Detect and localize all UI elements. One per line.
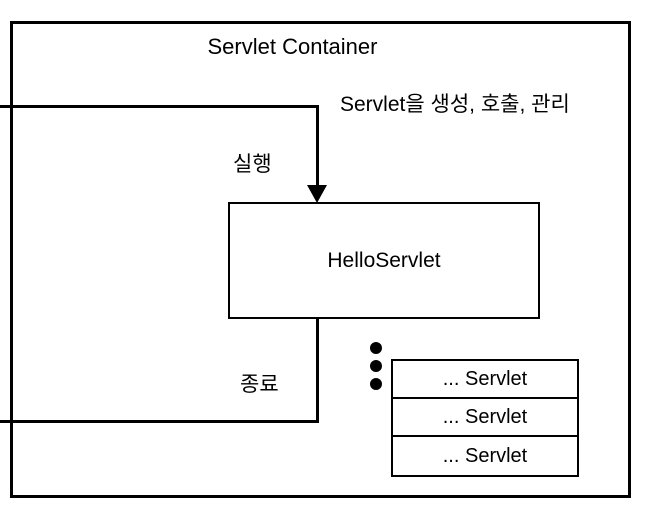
hello-servlet-label: HelloServlet: [327, 248, 441, 272]
servlet-stack-row-label: ... Servlet: [442, 368, 528, 390]
container-responsibility-note: Servlet을 생성, 호출, 관리: [340, 93, 570, 116]
run-flow-vertical-line: [316, 105, 319, 187]
servlet-stack-row-label: ... Servlet: [442, 406, 528, 428]
servlet-stack-row: ... Servlet: [393, 361, 577, 399]
servlet-stack-row-label: ... Servlet: [442, 445, 528, 467]
servlet-container-title: Servlet Container: [207, 34, 378, 59]
run-flow-label: 실행: [233, 153, 272, 176]
ellipsis-dot: [370, 360, 382, 372]
run-flow-arrow-icon: [307, 185, 327, 203]
ellipsis-dot: [370, 342, 382, 354]
run-flow-horizontal-line: [0, 105, 319, 108]
servlet-stack: ... Servlet ... Servlet ... Servlet: [391, 359, 579, 477]
hello-servlet-box: HelloServlet: [228, 202, 540, 319]
servlet-container-box: [10, 21, 631, 498]
end-flow-vertical-line: [316, 318, 319, 423]
servlet-stack-row: ... Servlet: [393, 437, 577, 475]
servlet-stack-row: ... Servlet: [393, 399, 577, 437]
ellipsis-dot: [370, 378, 382, 390]
end-flow-horizontal-line: [0, 420, 319, 423]
vertical-ellipsis-icon: [370, 342, 382, 396]
end-flow-label: 종료: [240, 373, 279, 396]
